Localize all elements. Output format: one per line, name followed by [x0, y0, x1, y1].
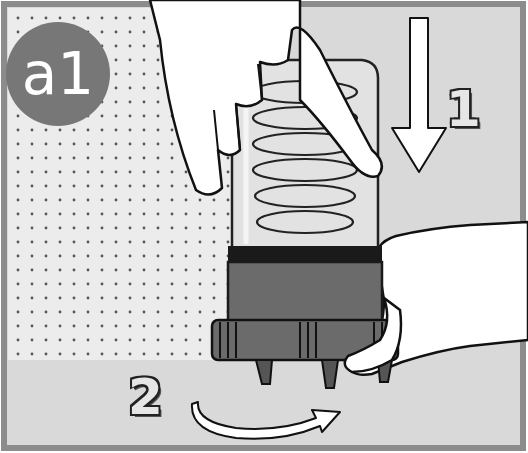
foot	[256, 360, 272, 384]
callout-number: 1	[446, 84, 481, 134]
base-rim	[228, 246, 382, 262]
panel-frame	[4, 4, 523, 448]
twist-arrow	[192, 402, 340, 439]
step-badge: a1	[6, 22, 110, 126]
callout-number: 2	[128, 372, 163, 422]
thumb	[345, 298, 401, 372]
finger-lines	[214, 64, 262, 150]
push-arrow	[392, 18, 446, 172]
step-id: a1	[22, 45, 94, 103]
pressing-hand	[150, 0, 382, 195]
foot	[322, 360, 338, 388]
